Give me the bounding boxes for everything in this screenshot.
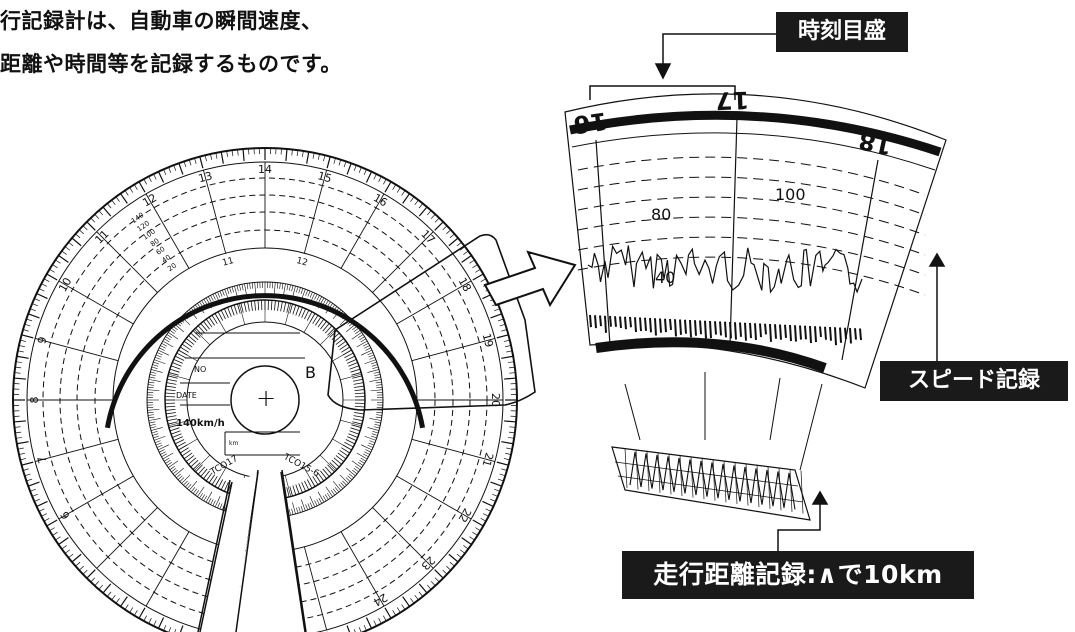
- enlarged-speed-label: 80: [651, 205, 671, 224]
- time-scale-bracket: [589, 33, 776, 100]
- disc-hour-label: 13: [197, 169, 214, 185]
- disc-hour-label: 14: [258, 163, 272, 176]
- disc-hour-label: 19: [480, 332, 496, 349]
- enlarged-hour-label: 18: [856, 126, 894, 160]
- enlarged-hour-label: 17: [715, 86, 749, 115]
- disc-hour-label: 10: [56, 275, 74, 294]
- enlarged-labels: 16 17 18 100 80 40: [572, 86, 895, 287]
- disc-km-label: km: [229, 440, 238, 447]
- disc-hour-label: 16: [371, 191, 390, 209]
- disc-inner-hour-label: 12: [295, 256, 309, 269]
- callout-arrow: [483, 250, 577, 308]
- intro-line-2: 距離や時間等を記録するものです。: [0, 52, 342, 76]
- distance-strip: [611, 446, 811, 521]
- distance-record-pointer: [777, 490, 829, 551]
- disc-no-label: NO: [194, 365, 206, 374]
- disc-speed-label: 60: [155, 245, 167, 257]
- distance-record-label: 走行距離記録:∧で10km: [622, 551, 974, 599]
- speed-record-pointer: [880, 252, 946, 379]
- speed-record-label: スピード記録: [880, 361, 1068, 401]
- disc-hour-label: 6: [58, 509, 73, 522]
- disc-hour-label: 21: [480, 451, 496, 468]
- disc-date-label: DATE: [176, 391, 197, 400]
- disc-hour-label: 15: [316, 169, 333, 185]
- intro-line-1: 行記録計は、自動車の瞬間速度、: [0, 9, 323, 33]
- disc-letter-b: B: [305, 363, 316, 382]
- disc-speed-label: 40: [160, 253, 172, 265]
- disc-hole-mark: +: [256, 384, 276, 412]
- disc-hour-label: 22: [455, 506, 473, 525]
- callout-wedge: [327, 233, 536, 411]
- time-scale-label: 時刻目盛: [776, 12, 908, 52]
- disc-speed-label: 20: [166, 261, 178, 273]
- disc-hour-label: 9: [35, 335, 49, 345]
- disc-hour-label: 12: [140, 191, 159, 209]
- enlarged-speed-label: 40: [655, 268, 675, 287]
- enlarged-speed-trace: [569, 110, 942, 361]
- disc-hour-label: 7: [35, 455, 49, 465]
- disc-speed-label: 80: [149, 237, 161, 249]
- enlarged-hour-label: 16: [572, 106, 609, 138]
- intro-text: 行記録計は、自動車の瞬間速度、 距離や時間等を記録するものです。: [0, 0, 342, 86]
- disc-hour-label: 20: [489, 393, 502, 407]
- distance-record-connectors: [624, 372, 823, 471]
- disc-inner-hour-label: 11: [221, 256, 235, 269]
- disc-max-speed: 140km/h: [176, 418, 225, 429]
- disc-hour-label: 24: [371, 590, 390, 608]
- enlarged-speed-label: 100: [775, 185, 806, 204]
- disc-hour-label: 18: [455, 275, 473, 294]
- disc-hour-label: 8: [28, 397, 41, 404]
- disc-center: NO DATE 140km/h km TCO17 TCO15-6 B +: [176, 363, 321, 480]
